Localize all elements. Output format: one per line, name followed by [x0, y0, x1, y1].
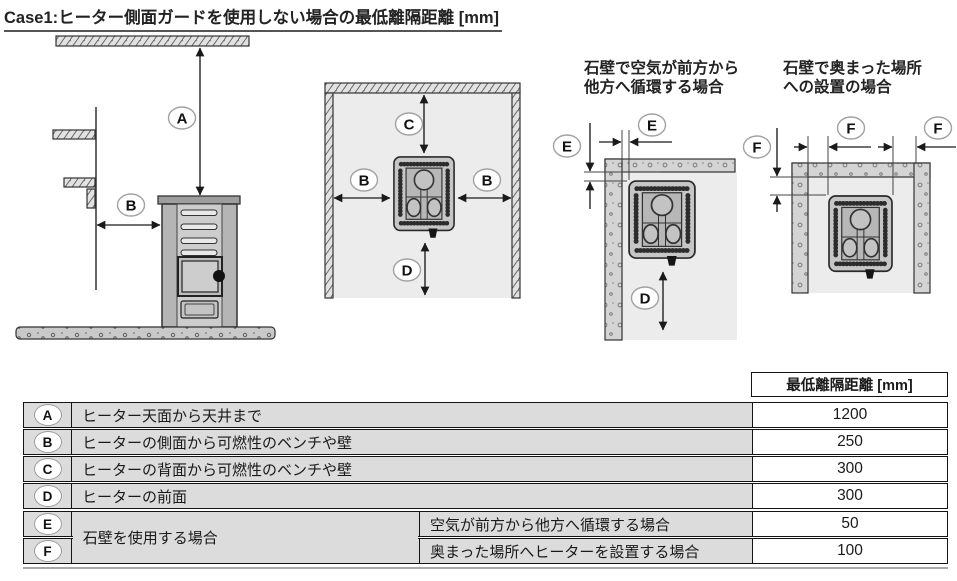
- marker-circle-b: [116, 193, 146, 217]
- caption-stone-wall-recessed: 石壁で奥まった場所 への設置の場合: [783, 60, 922, 96]
- merged-cell-stone-wall: 石壁を使用する場合: [72, 512, 418, 563]
- diagram-top-view: C B B D: [324, 82, 521, 299]
- marker-b: B: [482, 173, 493, 190]
- marker-a: A: [177, 111, 188, 128]
- vent-slot: [180, 223, 218, 230]
- stone-wall-left: [604, 158, 623, 341]
- table-row-a: A ヒーター天面から天井まで 1200: [23, 402, 948, 428]
- door-knob: [213, 270, 225, 282]
- heater-top-view: [394, 157, 454, 238]
- table-bottom-shadow: [23, 566, 948, 569]
- marker-f: F: [752, 140, 761, 157]
- clearance-diagrams: A B C B B D: [15, 35, 956, 341]
- row-key-badge: A: [33, 404, 62, 426]
- room-wall-right: [511, 92, 521, 299]
- row-subcondition: 空気が前方から他方へ循環する場合: [419, 512, 752, 536]
- marker-f: F: [846, 121, 855, 138]
- ceiling: [55, 35, 250, 47]
- diagram-stone-wall-recessed: F F F: [742, 116, 956, 294]
- row-value: 300: [752, 484, 947, 508]
- row-desc: ヒーターの側面から可燃性のベンチや壁: [82, 434, 353, 452]
- table-header-min-distance: 最低離隔距離 [mm]: [751, 372, 948, 397]
- row-key-badge: F: [33, 540, 62, 562]
- stone-wall-top: [604, 158, 736, 173]
- marker-d: D: [402, 263, 413, 280]
- caption-stone-wall-airflow: 石壁で空気が前方から 他方へ循環する場合: [584, 60, 740, 96]
- table-row-c: C ヒーターの背面から可燃性のベンチや壁 300: [23, 456, 948, 482]
- heater-top-view: [629, 181, 695, 266]
- row-desc: ヒーター天面から天井まで: [82, 407, 263, 425]
- heater-side-view: [157, 195, 241, 328]
- table-row-f: F 奥まった場所へヒーターを設置する場合 100: [23, 538, 948, 564]
- stone-wall-top: [791, 162, 931, 178]
- table-row-b: B ヒーターの側面から可燃性のベンチや壁 250: [23, 429, 948, 455]
- bench-lower: [63, 177, 96, 188]
- room-wall-left: [324, 92, 334, 299]
- row-value: 300: [752, 457, 947, 481]
- floor: [15, 326, 276, 340]
- vent-slot: [180, 237, 218, 244]
- bench-upper: [52, 129, 96, 140]
- row-key-badge: B: [33, 431, 62, 453]
- row-desc: ヒーターの前面: [82, 488, 188, 506]
- heater-top-view: [829, 196, 892, 279]
- row-key-badge: D: [33, 485, 62, 507]
- row-value: 250: [752, 430, 947, 454]
- stone-wall-left: [791, 162, 809, 294]
- row-subcondition: 奥まった場所へヒーターを設置する場合: [419, 539, 752, 563]
- marker-e: E: [647, 118, 657, 135]
- bench-post: [86, 188, 96, 209]
- diagram-stone-wall-airflow: E E D: [552, 113, 737, 341]
- stone-wall-right: [913, 162, 931, 294]
- marker-c: C: [404, 117, 415, 134]
- row-value: 50: [752, 512, 947, 536]
- marker-f: F: [933, 121, 942, 138]
- row-key-badge: C: [33, 458, 62, 480]
- row-value: 100: [752, 539, 947, 563]
- marker-d: D: [640, 291, 651, 308]
- marker-e: E: [562, 139, 572, 156]
- marker-b: B: [359, 173, 370, 190]
- marker-circle-a: [167, 106, 197, 130]
- room-wall-back: [324, 82, 521, 94]
- page-title: Case1:ヒーター側面ガードを使用しない場合の最低離隔距離 [mm]: [4, 4, 503, 32]
- drawer: [180, 300, 219, 319]
- row-value: 1200: [752, 403, 947, 427]
- vent-slot: [180, 249, 218, 256]
- diagram-side-view: A B: [15, 35, 276, 340]
- table-row-d: D ヒーターの前面 300: [23, 483, 948, 509]
- marker-b: B: [126, 198, 137, 215]
- row-key-badge: E: [33, 513, 62, 535]
- vent-slot: [180, 209, 218, 216]
- row-desc: ヒーターの背面から可燃性のベンチや壁: [82, 461, 353, 479]
